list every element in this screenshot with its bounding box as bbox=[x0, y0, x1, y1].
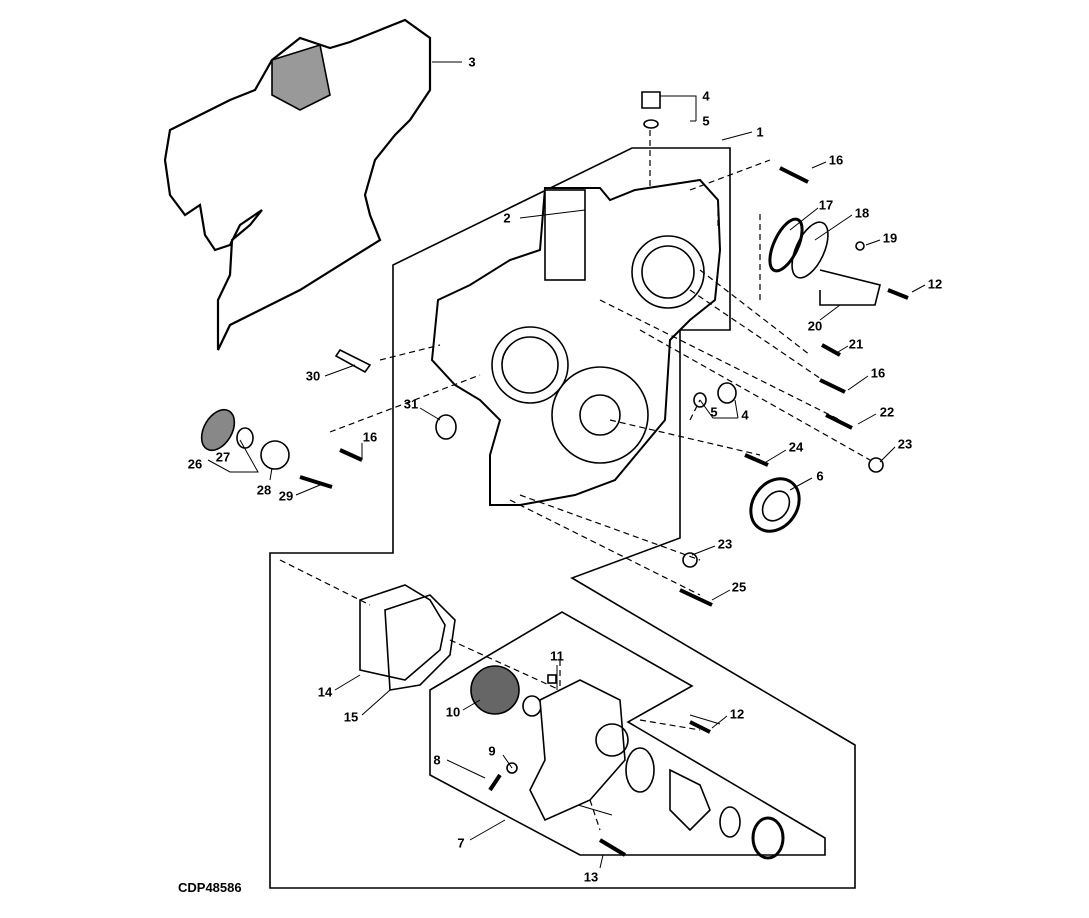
callout-label: 27 bbox=[215, 449, 231, 465]
callout-label: 26 bbox=[187, 456, 203, 472]
callout-label: 29 bbox=[278, 488, 294, 504]
callout-label: 1 bbox=[756, 124, 764, 140]
pump-plate bbox=[359, 584, 446, 681]
callout-label: 13 bbox=[583, 869, 599, 885]
callout-label: 17 bbox=[818, 197, 834, 213]
callout-label: 16 bbox=[870, 365, 886, 381]
callout-label: 23 bbox=[897, 436, 913, 452]
callout-label: 24 bbox=[788, 439, 804, 455]
plug bbox=[641, 91, 661, 109]
callout-label: 2 bbox=[503, 210, 511, 226]
callout-label: 22 bbox=[879, 404, 895, 420]
callout-label: 12 bbox=[927, 276, 943, 292]
figure-caption: CDP48586 bbox=[178, 880, 242, 895]
sensor bbox=[334, 348, 372, 374]
callout-label: 21 bbox=[848, 336, 864, 352]
water-pump-frame bbox=[429, 611, 826, 856]
timing-cover-gasket bbox=[163, 18, 432, 351]
callout-label: 15 bbox=[343, 709, 359, 725]
callout-label: 14 bbox=[317, 684, 333, 700]
callout-label: 25 bbox=[731, 579, 747, 595]
callout-label: 6 bbox=[816, 468, 824, 484]
callout-label: 3 bbox=[468, 54, 476, 70]
callout-label: 5 bbox=[710, 404, 718, 420]
callout-label: 4 bbox=[741, 407, 749, 423]
callout-label: 16 bbox=[828, 152, 844, 168]
callout-label: 8 bbox=[433, 752, 441, 768]
callout-label: 7 bbox=[457, 835, 465, 851]
callout-label: 18 bbox=[854, 205, 870, 221]
callout-label: 19 bbox=[882, 230, 898, 246]
callout-label: 31 bbox=[403, 396, 419, 412]
water-pump-housing bbox=[529, 679, 626, 822]
callout-label: 30 bbox=[305, 368, 321, 384]
callout-label: 12 bbox=[729, 706, 745, 722]
pump-gasket bbox=[384, 594, 456, 691]
callout-label: 16 bbox=[362, 429, 378, 445]
callout-label: 10 bbox=[445, 704, 461, 720]
callout-label: 28 bbox=[256, 482, 272, 498]
callout-label: 4 bbox=[702, 88, 710, 104]
callout-label: 5 bbox=[702, 113, 710, 129]
callout-label: 11 bbox=[550, 648, 564, 664]
bracket bbox=[819, 269, 881, 306]
callout-label: 23 bbox=[717, 536, 733, 552]
callout-label: 20 bbox=[807, 318, 823, 334]
callout-label: 9 bbox=[488, 743, 496, 759]
